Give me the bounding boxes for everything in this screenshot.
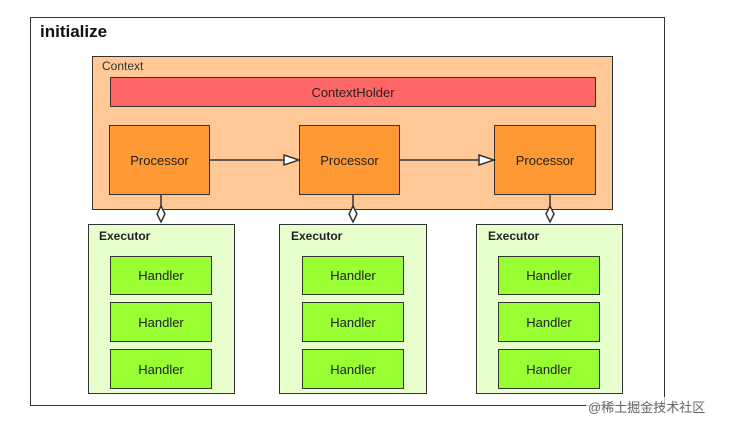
aggregation-2-diamond bbox=[348, 204, 358, 224]
processor-box-1: Processor bbox=[109, 125, 210, 195]
handler-box: Handler bbox=[110, 256, 212, 295]
handler-box: Handler bbox=[302, 302, 404, 342]
processor-arrow-1-head bbox=[283, 153, 302, 167]
handler-box: Handler bbox=[498, 256, 600, 295]
handler-box: Handler bbox=[110, 349, 212, 389]
handler-box: Handler bbox=[110, 302, 212, 342]
context-holder-box: ContextHolder bbox=[110, 77, 596, 107]
processor-box-2: Processor bbox=[299, 125, 400, 195]
executor-label: Executor bbox=[488, 229, 540, 243]
frame-title: initialize bbox=[40, 22, 108, 41]
handler-box: Handler bbox=[302, 256, 404, 295]
watermark-text: @稀土掘金技术社区 bbox=[586, 397, 708, 416]
handler-box: Handler bbox=[302, 349, 404, 389]
aggregation-1-diamond bbox=[156, 204, 166, 224]
processor-box-3: Processor bbox=[494, 125, 596, 195]
aggregation-3-diamond bbox=[545, 204, 555, 224]
executor-label: Executor bbox=[99, 229, 151, 243]
processor-arrow-2-head bbox=[478, 153, 497, 167]
handler-box: Handler bbox=[498, 349, 600, 389]
handler-box: Handler bbox=[498, 302, 600, 342]
executor-label: Executor bbox=[291, 229, 343, 243]
context-label: Context bbox=[102, 59, 144, 73]
